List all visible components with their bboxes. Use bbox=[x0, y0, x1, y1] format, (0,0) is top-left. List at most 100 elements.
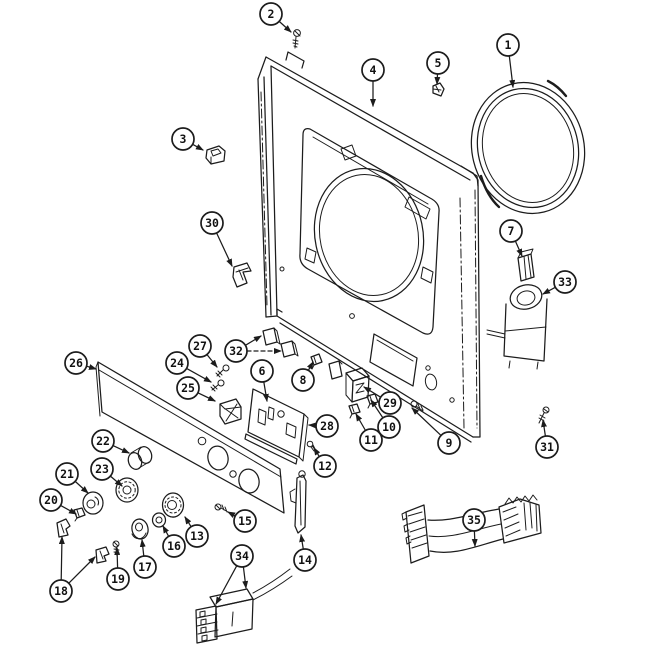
callout-leader bbox=[306, 361, 314, 372]
callout-circle bbox=[259, 2, 283, 26]
callout-circle bbox=[165, 351, 189, 375]
callout-number: 35 bbox=[467, 513, 481, 527]
callout-28: 28 bbox=[308, 414, 339, 438]
callout-25: 25 bbox=[176, 376, 216, 402]
part-knob-23 bbox=[115, 477, 139, 503]
callout-4: 4 bbox=[361, 58, 385, 107]
callout-leader bbox=[514, 240, 523, 257]
callout-number: 8 bbox=[300, 373, 307, 387]
part-clip-11 bbox=[348, 403, 361, 419]
callout-number: 20 bbox=[44, 493, 58, 507]
callout-number: 12 bbox=[318, 459, 332, 473]
callout-number: 29 bbox=[383, 396, 397, 410]
callout-32: 32 bbox=[224, 335, 282, 363]
callout-leader bbox=[59, 504, 77, 515]
callout-27: 27 bbox=[188, 334, 218, 368]
callout-number: 7 bbox=[508, 224, 515, 238]
part-switch-25 bbox=[219, 398, 242, 425]
part-clip-20 bbox=[73, 507, 86, 522]
callout-17: 17 bbox=[133, 539, 157, 579]
part-clip-10 bbox=[366, 393, 379, 409]
callout-circle bbox=[55, 462, 79, 486]
callout-number: 32 bbox=[229, 344, 243, 358]
callout-circle bbox=[315, 414, 339, 438]
callout-number: 17 bbox=[138, 560, 152, 574]
callout-leader bbox=[363, 386, 382, 398]
callout-8: 8 bbox=[291, 361, 315, 392]
callout-leader bbox=[74, 480, 89, 494]
callout-circle bbox=[133, 555, 157, 579]
callout-circle bbox=[49, 579, 73, 603]
callout-29: 29 bbox=[363, 386, 402, 415]
part-clip-square bbox=[328, 360, 343, 380]
callout-number: 3 bbox=[180, 132, 187, 146]
callout-leader bbox=[215, 565, 238, 605]
callout-number: 30 bbox=[205, 216, 219, 230]
callout-18: 18 bbox=[49, 536, 96, 603]
callout-leader bbox=[184, 516, 192, 528]
callout-number: 26 bbox=[69, 356, 83, 370]
callout-circle bbox=[496, 33, 520, 57]
part-clip-18b bbox=[95, 546, 110, 564]
callout-circle bbox=[39, 488, 63, 512]
part-screw-27 bbox=[215, 364, 230, 378]
callout-number: 1 bbox=[505, 38, 512, 52]
callout-10: 10 bbox=[370, 399, 401, 439]
callout-20: 20 bbox=[39, 488, 77, 515]
callout-leader bbox=[262, 381, 269, 402]
callout-leader bbox=[370, 399, 384, 419]
callout-leader bbox=[411, 407, 442, 437]
part-screw-24 bbox=[210, 379, 225, 392]
callout-7: 7 bbox=[499, 219, 523, 257]
part-screw-9 bbox=[410, 400, 424, 412]
part-knob-21 bbox=[82, 491, 104, 515]
callout-circle bbox=[359, 428, 383, 452]
part-connector-34 bbox=[195, 568, 293, 644]
callout-number: 18 bbox=[54, 584, 68, 598]
callout-leader bbox=[162, 525, 170, 538]
callout-circle bbox=[499, 219, 523, 243]
callout-number: 14 bbox=[298, 553, 312, 567]
callout-circle bbox=[64, 351, 88, 375]
callout-14: 14 bbox=[293, 534, 317, 572]
callout-13: 13 bbox=[184, 516, 209, 548]
callout-16: 16 bbox=[162, 525, 186, 558]
callout-circle bbox=[90, 457, 114, 481]
callout-6: 6 bbox=[250, 359, 274, 402]
callout-number: 24 bbox=[170, 356, 184, 370]
callout-leader bbox=[109, 475, 123, 487]
callout-leader bbox=[197, 392, 216, 402]
part-clip-18a bbox=[56, 518, 71, 538]
part-harness-35 bbox=[401, 494, 542, 564]
callout-number: 13 bbox=[190, 529, 204, 543]
callout-leader bbox=[227, 511, 236, 518]
part-knob-13 bbox=[161, 492, 185, 518]
callout-leader bbox=[58, 536, 65, 581]
callout-number: 34 bbox=[235, 549, 249, 563]
callout-5: 5 bbox=[426, 51, 450, 85]
callout-leader bbox=[191, 143, 204, 151]
callout-11: 11 bbox=[355, 413, 383, 452]
callout-3: 3 bbox=[171, 127, 204, 151]
callout-leader bbox=[114, 547, 121, 569]
callout-circle bbox=[171, 127, 195, 151]
callout-number: 15 bbox=[238, 514, 252, 528]
callout-31: 31 bbox=[535, 419, 559, 459]
callout-number: 31 bbox=[540, 440, 554, 454]
callout-leader bbox=[313, 447, 321, 458]
callout-circle bbox=[553, 270, 577, 294]
callout-circle bbox=[437, 431, 461, 455]
part-plates-32 bbox=[262, 327, 299, 358]
callout-circle bbox=[185, 524, 209, 548]
part-screw-31 bbox=[538, 406, 550, 424]
callout-30: 30 bbox=[200, 211, 233, 267]
part-screw-top bbox=[292, 29, 301, 49]
callout-35: 35 bbox=[462, 508, 486, 547]
callout-number: 5 bbox=[435, 56, 442, 70]
part-screw-15 bbox=[214, 503, 229, 513]
callout-circle bbox=[106, 567, 130, 591]
callout-12: 12 bbox=[313, 447, 337, 478]
callout-circle bbox=[378, 391, 402, 415]
